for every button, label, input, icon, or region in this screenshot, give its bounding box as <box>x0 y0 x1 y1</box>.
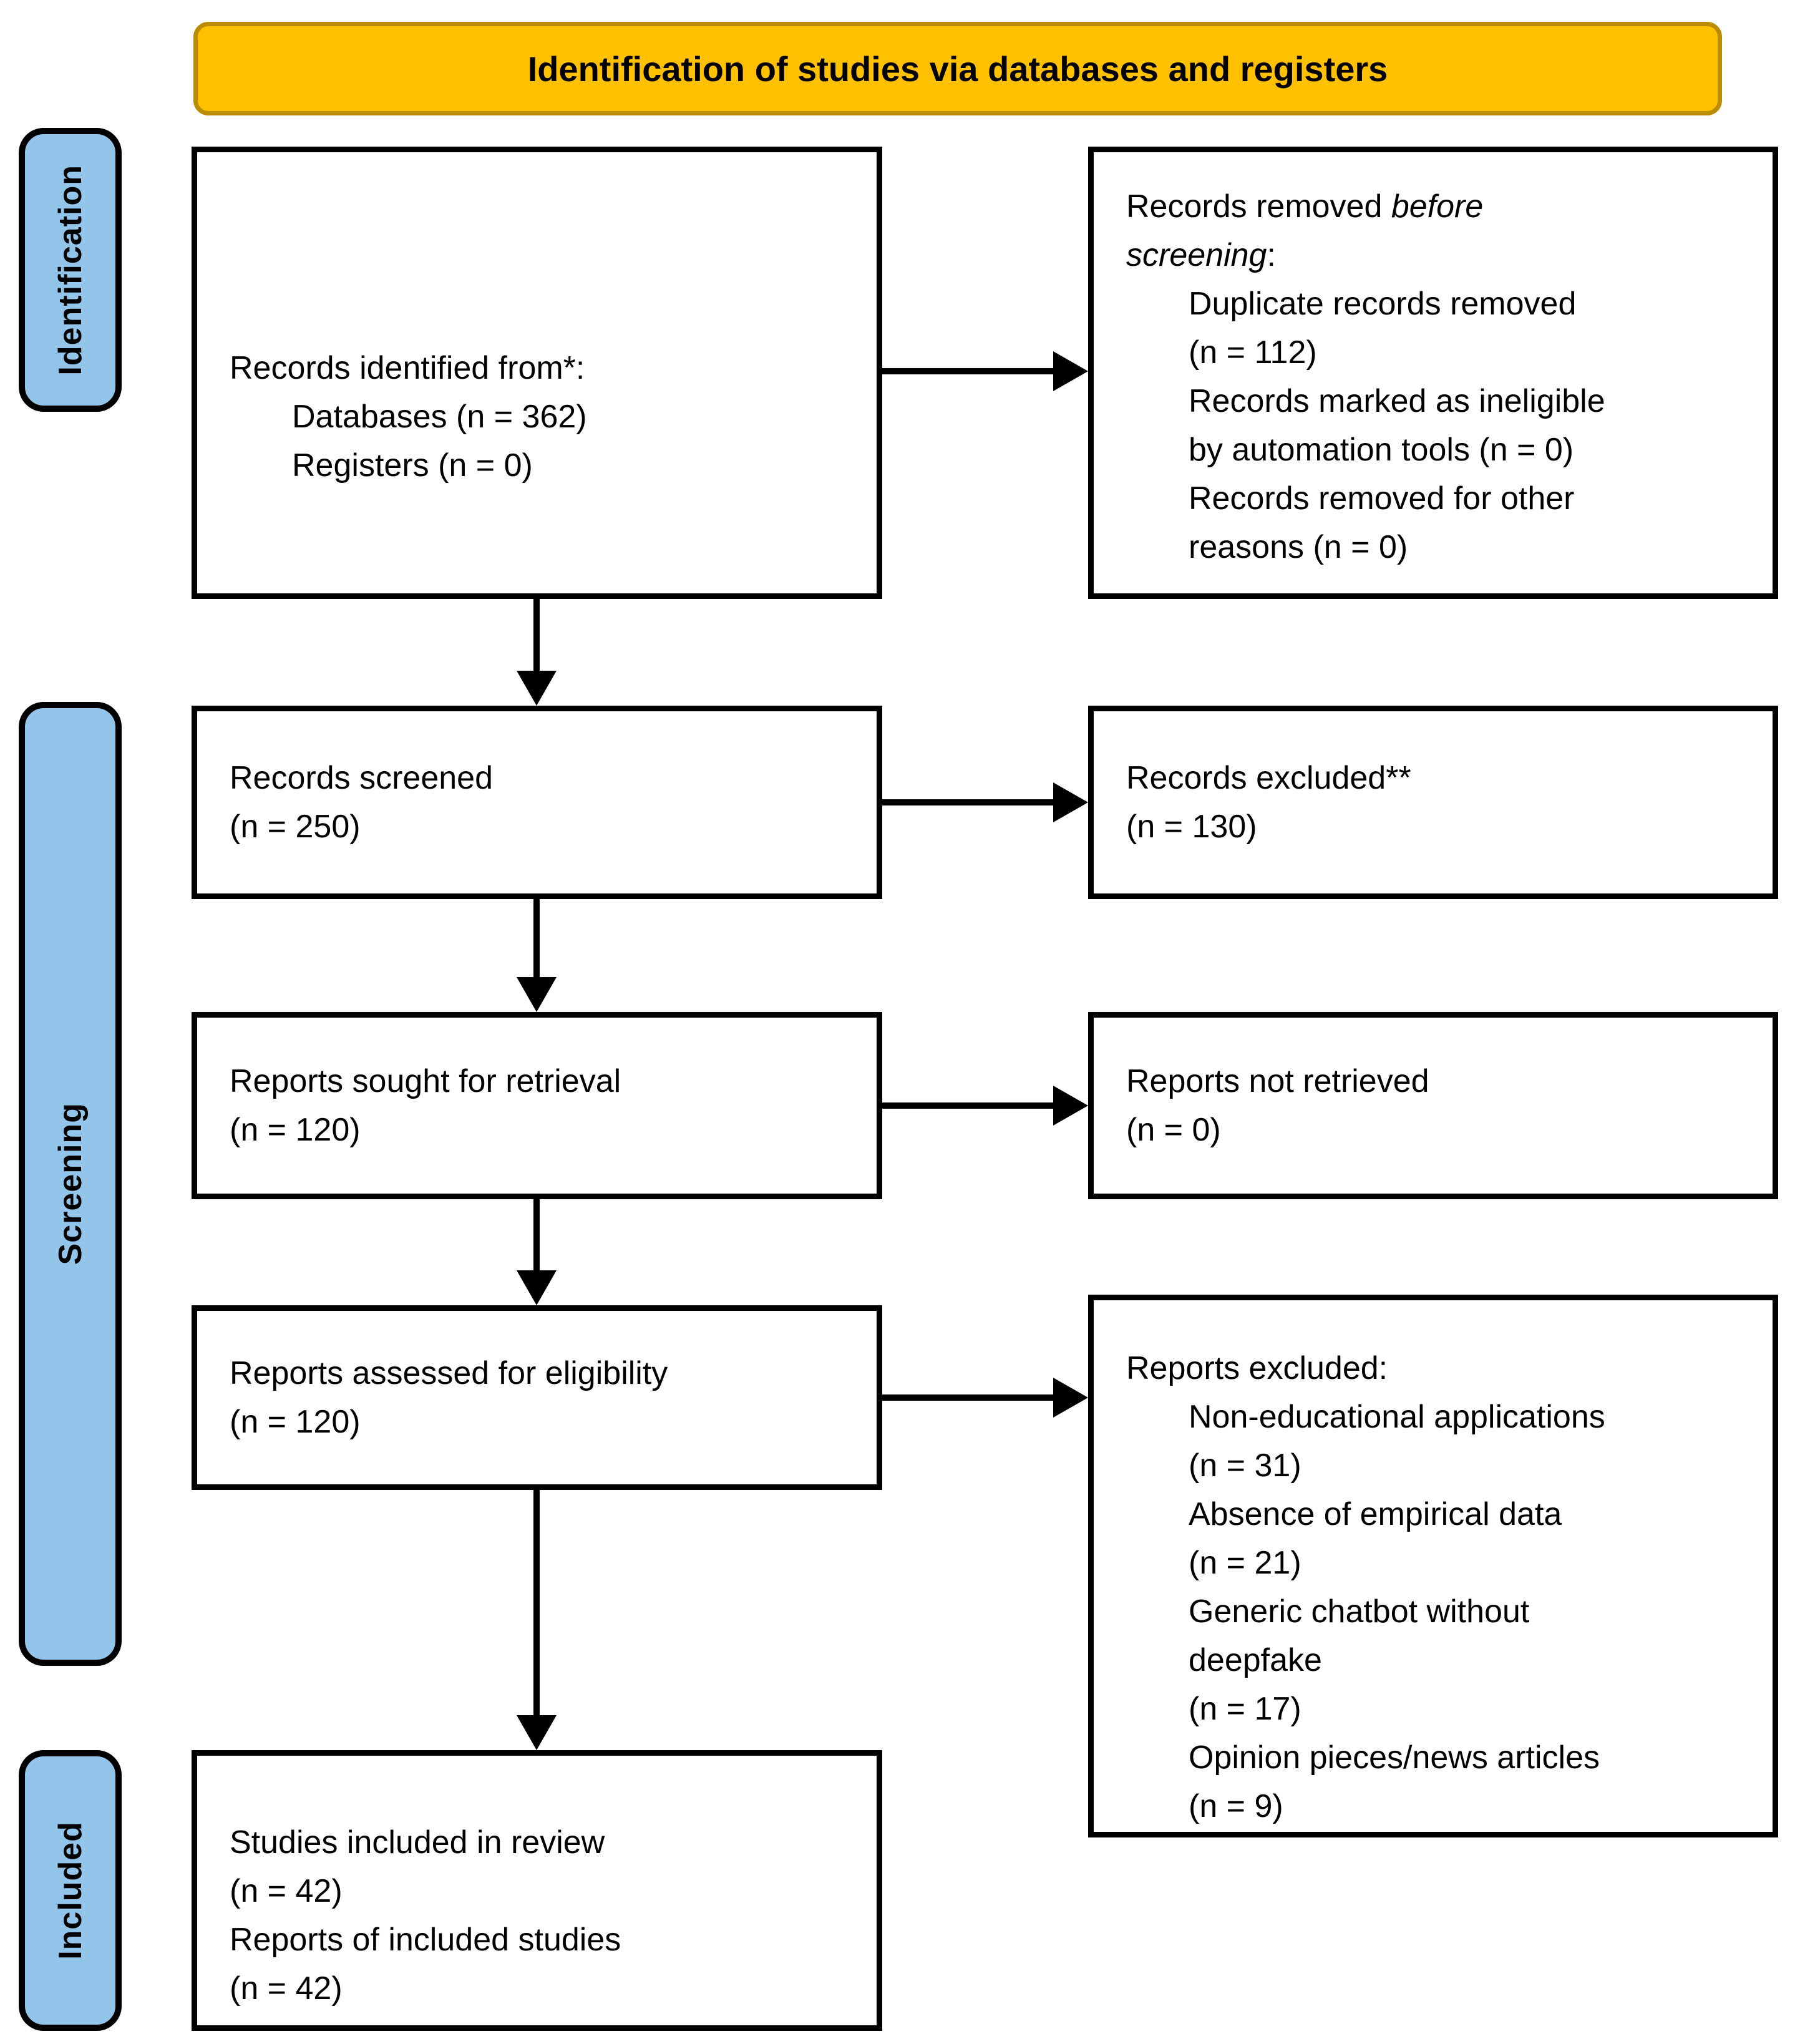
records-removed-item: Duplicate records removed <box>1189 286 1577 322</box>
arrowhead-down-icon <box>517 671 557 706</box>
banner: Identification of studies via databases … <box>193 22 1722 115</box>
records-identified-heading: Records identified from*: <box>230 349 585 386</box>
reports-sought-label: Reports sought for retrieval <box>230 1063 621 1099</box>
reports-included-label: Reports of included studies <box>230 1922 621 1958</box>
box-reports-not-retrieved: Reports not retrieved (n = 0) <box>1088 1012 1778 1199</box>
arrowhead-right-icon <box>1053 1378 1088 1418</box>
records-removed-item: Records marked as ineligible <box>1189 383 1605 419</box>
records-screened-label: Records screened <box>230 760 493 796</box>
records-excluded-label: Records excluded** <box>1126 760 1411 796</box>
records-excluded-count: (n = 130) <box>1126 809 1257 845</box>
arrow-down-identified-to-screened <box>517 599 557 706</box>
box-studies-included: Studies included in review (n = 42) Repo… <box>192 1750 882 2031</box>
box-reports-excluded: Reports excluded: Non-educational applic… <box>1088 1295 1778 1837</box>
banner-label: Identification of studies via databases … <box>527 49 1388 89</box>
records-identified-registers: Registers (n = 0) <box>292 447 533 484</box>
reports-not-retrieved-count: (n = 0) <box>1126 1112 1221 1148</box>
studies-included-count: (n = 42) <box>230 1873 343 1909</box>
reports-excluded-item: Generic chatbot without <box>1189 1594 1530 1630</box>
reports-excluded-item: Non-educational applications <box>1189 1399 1605 1435</box>
records-removed-item: by automation tools (n = 0) <box>1189 432 1574 468</box>
arrow-down-assessed-to-included <box>517 1490 557 1750</box>
reports-excluded-item: (n = 17) <box>1189 1691 1301 1727</box>
arrow-down-screened-to-sought <box>517 899 557 1012</box>
reports-assessed-label: Reports assessed for eligibility <box>230 1355 668 1391</box>
arrowhead-down-icon <box>517 1270 557 1305</box>
records-screened-count: (n = 250) <box>230 809 361 845</box>
arrowhead-down-icon <box>517 977 557 1012</box>
stage-bar-included: Included <box>19 1750 122 2031</box>
reports-included-count: (n = 42) <box>230 1970 343 2007</box>
stage-label-screening: Screening <box>52 1102 89 1265</box>
box-reports-sought: Reports sought for retrieval (n = 120) <box>192 1012 882 1199</box>
arrow-down-sought-to-assessed <box>517 1199 557 1305</box>
records-identified-databases: Databases (n = 362) <box>292 398 587 435</box>
box-reports-assessed: Reports assessed for eligibility (n = 12… <box>192 1305 882 1490</box>
arrow-right-identified-to-removed <box>882 351 1088 391</box>
reports-excluded-item: (n = 9) <box>1189 1788 1283 1824</box>
arrowhead-right-icon <box>1053 782 1088 822</box>
box-records-identified: Records identified from*: Databases (n =… <box>192 147 882 599</box>
arrow-right-screened-to-excluded <box>882 782 1088 822</box>
reports-excluded-item: Opinion pieces/news articles <box>1189 1740 1600 1776</box>
reports-excluded-heading: Reports excluded: <box>1126 1350 1388 1386</box>
reports-excluded-item: (n = 21) <box>1189 1545 1301 1581</box>
stage-bar-identification: Identification <box>19 128 122 412</box>
arrowhead-down-icon <box>517 1715 557 1750</box>
records-removed-heading-line1: Records removed before <box>1126 188 1484 225</box>
arrow-right-assessed-to-reports-excluded <box>882 1378 1088 1418</box>
arrowhead-right-icon <box>1053 1086 1088 1126</box>
box-records-excluded: Records excluded** (n = 130) <box>1088 706 1778 899</box>
reports-assessed-count: (n = 120) <box>230 1404 361 1440</box>
box-records-screened: Records screened (n = 250) <box>192 706 882 899</box>
stage-label-identification: Identification <box>52 164 89 376</box>
records-removed-item: (n = 112) <box>1189 334 1317 371</box>
reports-excluded-item: deepfake <box>1189 1642 1322 1678</box>
stage-label-included: Included <box>52 1821 89 1960</box>
studies-included-label: Studies included in review <box>230 1824 605 1861</box>
box-records-removed: Records removed before screening: Duplic… <box>1088 147 1778 599</box>
reports-sought-count: (n = 120) <box>230 1112 361 1148</box>
arrowhead-right-icon <box>1053 351 1088 391</box>
records-removed-heading-line2: screening: <box>1126 237 1276 273</box>
records-removed-item: Records removed for other <box>1189 480 1575 517</box>
reports-excluded-item: (n = 31) <box>1189 1448 1301 1484</box>
arrow-right-sought-to-not-retrieved <box>882 1086 1088 1126</box>
reports-excluded-item: Absence of empirical data <box>1189 1496 1562 1532</box>
stage-bar-screening: Screening <box>19 702 122 1666</box>
records-removed-item: reasons (n = 0) <box>1189 529 1408 565</box>
reports-not-retrieved-label: Reports not retrieved <box>1126 1063 1429 1099</box>
